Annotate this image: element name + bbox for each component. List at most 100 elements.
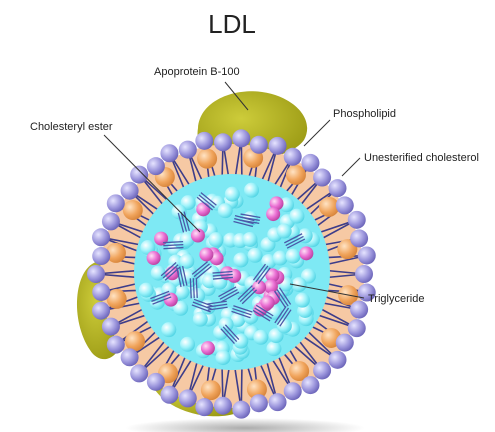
- phospholipid-head: [232, 400, 251, 419]
- triglyceride-sphere: [253, 329, 269, 345]
- cholesteryl-ester-sphere: [190, 228, 205, 243]
- phospholipid-head: [195, 398, 214, 417]
- cholesteryl-ester-sphere: [163, 292, 178, 307]
- leader-cholesteryl-ester: [103, 134, 201, 233]
- cholesteryl-ester-sphere: [299, 246, 314, 261]
- cholesteryl-ester-sphere: [199, 247, 214, 262]
- ester-chain: [193, 298, 213, 307]
- label-triglyceride: Triglyceride: [368, 293, 424, 305]
- diagram-title: LDL: [208, 9, 256, 39]
- triglyceride-sphere: [242, 231, 258, 247]
- ester-chain: [196, 196, 213, 211]
- ester-chain: [180, 212, 188, 232]
- ester-chain: [162, 264, 179, 279]
- triglyceride-sphere: [138, 282, 154, 298]
- phospholipid-head: [301, 376, 320, 395]
- ester-chain: [191, 261, 209, 275]
- ester-chain: [286, 238, 306, 249]
- ester-chain: [284, 233, 303, 244]
- phospholipid-head: [328, 179, 347, 198]
- leader-apoprotein: [224, 81, 249, 111]
- ester-chain: [163, 240, 184, 244]
- ester-chain: [234, 215, 255, 222]
- phospholipid-head: [301, 153, 320, 172]
- triglyceride-sphere: [244, 182, 260, 198]
- ester-chain: [212, 276, 233, 280]
- triglyceride-sphere: [297, 228, 313, 244]
- cholesteryl-ester-sphere: [154, 231, 169, 246]
- triglyceride-sphere: [218, 316, 234, 332]
- phospholipid-head: [357, 246, 376, 265]
- ester-chain: [276, 307, 290, 325]
- phospholipid-head: [213, 396, 232, 415]
- phospholipid-head: [106, 335, 125, 354]
- ester-chain: [192, 278, 195, 299]
- ester-chain: [231, 310, 251, 319]
- triglyceride-sphere: [294, 292, 310, 308]
- ester-chain: [220, 328, 235, 345]
- ester-chain: [278, 287, 292, 305]
- ester-chain: [257, 267, 271, 285]
- label-phospholipid: Phospholipid: [333, 108, 396, 120]
- ester-chain: [179, 266, 185, 287]
- ester-chain: [198, 194, 215, 209]
- triglyceride-sphere: [266, 341, 282, 357]
- label-apoprotein: Apoprotein B-100: [154, 66, 240, 78]
- phospholipid-head: [101, 317, 120, 336]
- cholesterol-sphere: [285, 164, 306, 185]
- ester-chain: [285, 235, 304, 247]
- ester-chain: [200, 192, 217, 206]
- ester-chain: [232, 307, 252, 316]
- ester-chain: [163, 246, 184, 250]
- cholesteryl-ester-sphere: [200, 341, 215, 356]
- ester-chain: [274, 305, 287, 324]
- cholesterol-sphere: [197, 148, 218, 169]
- cholesterol-sphere: [124, 331, 145, 352]
- cholesteryl-ester-sphere: [263, 279, 278, 294]
- core-spheres: [138, 182, 320, 366]
- ester-chain: [177, 212, 185, 233]
- ester-chain: [276, 289, 289, 307]
- inner-tails: [150, 192, 306, 345]
- cholesterol-sphere: [246, 379, 267, 400]
- phospholipid-head: [268, 393, 287, 412]
- ester-chain: [254, 307, 273, 319]
- phospholipid-head: [146, 157, 165, 176]
- cholesteryl-ester-sphere: [260, 295, 275, 310]
- triglyceride-sphere: [161, 322, 177, 338]
- phospholipid-head: [357, 283, 376, 302]
- label-cholesteryl-ester: Cholesteryl ester: [30, 121, 113, 133]
- ester-chain: [255, 304, 274, 317]
- ester-chain: [239, 287, 255, 303]
- triglyceride-sphere: [217, 203, 233, 219]
- triglyceride-sphere: [268, 328, 284, 344]
- ester-chain: [212, 270, 233, 274]
- phospholipid-head: [146, 372, 165, 391]
- triglyceride-sphere: [140, 240, 156, 256]
- triglyceride-sphere: [192, 311, 208, 327]
- triglyceride-sphere: [208, 232, 224, 248]
- cholesteryl-ester-sphere: [146, 251, 161, 266]
- ester-chain: [240, 213, 261, 219]
- phospholipid-head: [130, 364, 149, 383]
- phospholipid-head: [120, 348, 139, 367]
- ester-chain: [151, 293, 171, 302]
- ester-chain: [176, 267, 182, 288]
- ester-chain: [181, 265, 188, 286]
- ester-chain: [206, 300, 227, 305]
- ester-chain: [279, 309, 292, 327]
- ester-chain: [252, 309, 271, 322]
- ester-chain: [192, 301, 212, 310]
- phospholipid-head: [350, 229, 369, 248]
- ester-chain: [160, 261, 177, 277]
- ester-chain: [233, 220, 254, 228]
- phospholipid-head: [313, 168, 332, 187]
- phospholipid-head: [92, 282, 111, 301]
- triglyceride-sphere: [174, 284, 190, 300]
- ester-chain: [237, 285, 253, 300]
- phospholipid-head: [120, 181, 139, 200]
- triglyceride-sphere: [180, 195, 196, 211]
- cholesterol-sphere: [105, 242, 126, 263]
- ester-chain: [150, 290, 170, 300]
- phospholipid-head: [355, 265, 373, 283]
